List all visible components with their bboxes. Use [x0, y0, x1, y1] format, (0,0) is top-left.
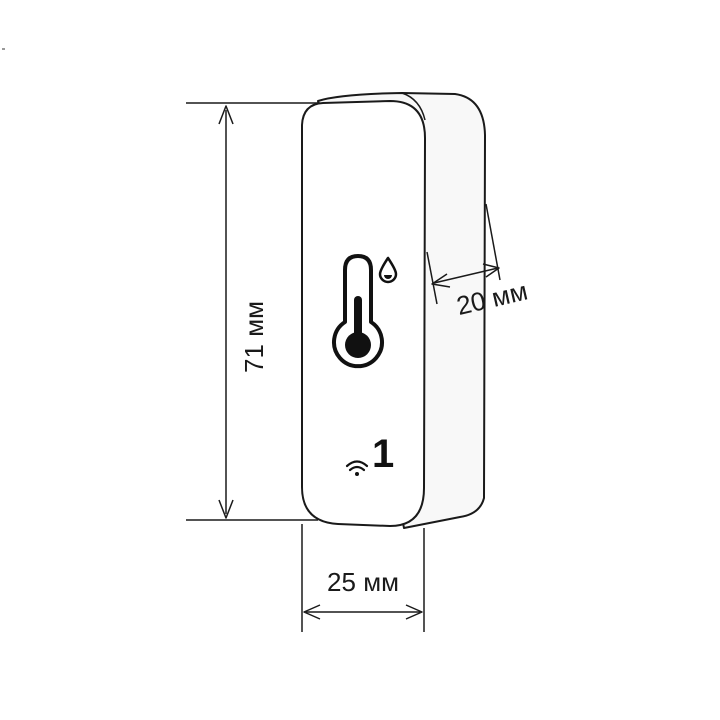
width-arrow-left — [303, 604, 321, 620]
depth-arrow-left — [431, 273, 451, 288]
depth-dim-line — [433, 267, 499, 284]
depth-dimension — [426, 203, 501, 305]
height-label: 71 мм — [239, 301, 269, 373]
height-arrow-top — [218, 105, 234, 125]
wifi-icon — [345, 460, 369, 476]
width-arrow-right — [405, 604, 423, 620]
channel-number: 1 — [372, 432, 394, 476]
depth-arrow-right — [482, 263, 500, 278]
width-dimension — [301, 524, 425, 632]
device-top-edge — [401, 92, 426, 121]
water-drop-icon — [378, 256, 398, 284]
thermometer-icon — [332, 254, 384, 369]
depth-ext-left — [426, 251, 438, 305]
height-arrow-bottom — [218, 499, 234, 519]
height-dimension — [186, 102, 320, 521]
width-label: 25 мм — [327, 567, 399, 597]
